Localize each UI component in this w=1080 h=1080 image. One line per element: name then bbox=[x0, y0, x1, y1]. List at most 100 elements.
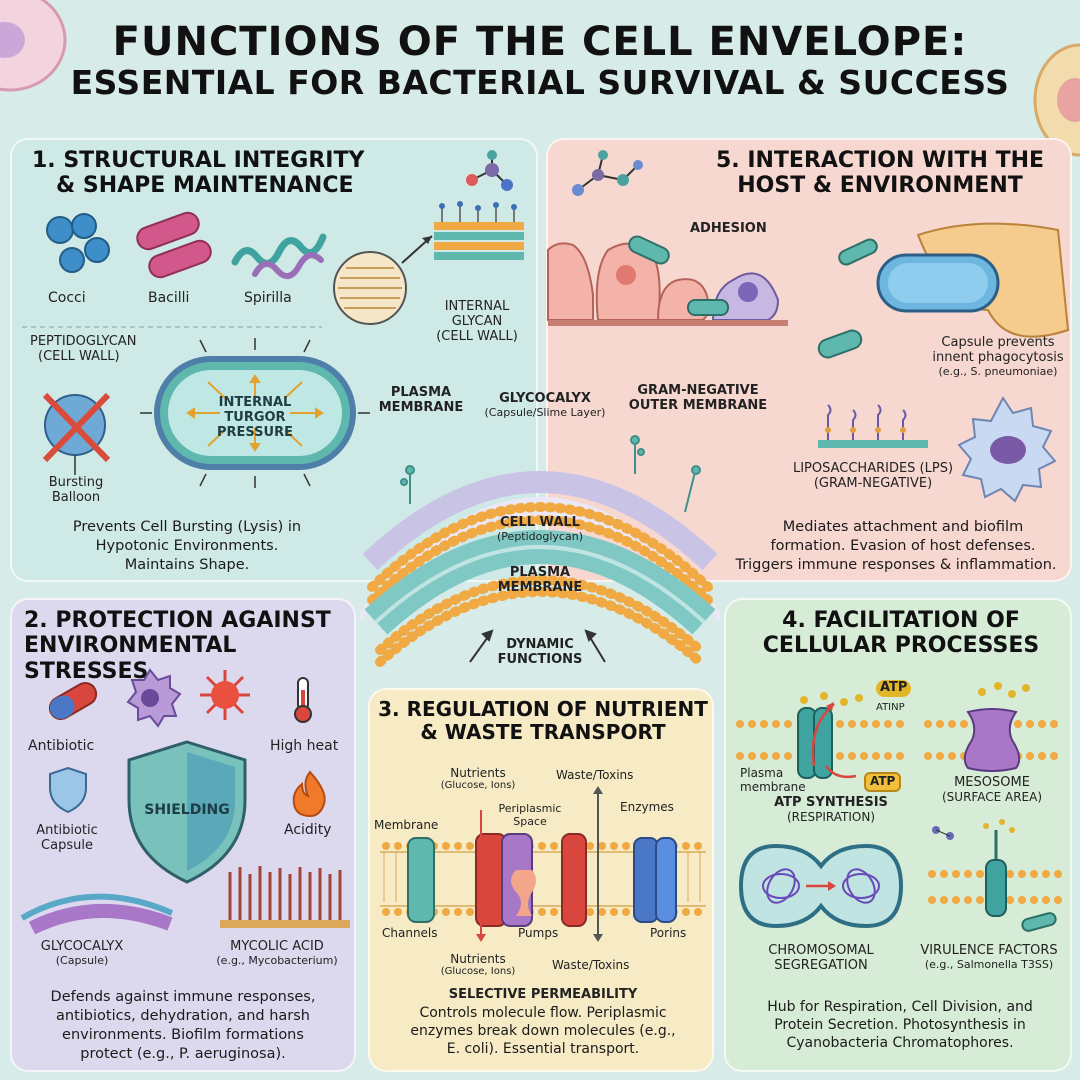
antibiotic-capsule-label: Antibiotic Capsule bbox=[22, 823, 112, 854]
label-line: Plasma bbox=[740, 766, 784, 780]
nutrient-transport-description: Controls molecule flow. Periplasmic enzy… bbox=[378, 1004, 708, 1059]
label-line: Bursting bbox=[48, 475, 104, 490]
waste-bottom-label: Waste/Toxins bbox=[552, 958, 630, 972]
heading-line: CELLULAR PROCESSES bbox=[762, 633, 1040, 659]
label-line: GLYCOCALYX bbox=[40, 939, 124, 954]
desc-line: formation. Evasion of host defenses. bbox=[770, 537, 1036, 554]
membrane-label: Membrane bbox=[374, 818, 439, 832]
glycocalyx-capsule-illustration bbox=[20, 893, 174, 935]
heading-line: 1. STRUCTURAL INTEGRITY bbox=[32, 148, 365, 173]
label-line: GLYCOCALYX bbox=[499, 391, 591, 406]
label-line: Antibiotic bbox=[36, 823, 98, 838]
dashed-divider bbox=[22, 326, 322, 328]
label-line: (Peptidoglycan) bbox=[497, 529, 583, 543]
desc-line: Defends against immune responses, bbox=[50, 989, 316, 1005]
heading-line: 5. INTERACTION WITH THE bbox=[716, 148, 1045, 173]
lps-membrane-illustration bbox=[818, 404, 928, 448]
desc-line: environments. Biofilm formations bbox=[62, 1026, 304, 1043]
label-line: Capsule prevents bbox=[941, 335, 1055, 350]
label-line: (Capsule) bbox=[55, 953, 109, 967]
label-line: Nutrients bbox=[450, 952, 506, 966]
plasma-membrane-label: Plasma membrane bbox=[740, 766, 806, 795]
label-line: MEMBRANE bbox=[378, 399, 464, 415]
sun-heat-icon bbox=[200, 670, 250, 720]
mycolic-acid-illustration bbox=[220, 866, 350, 928]
atp-synthase-illustration bbox=[736, 692, 904, 779]
corner-cell-right-decoration bbox=[1033, 43, 1080, 157]
label-line: PRESSURE bbox=[216, 424, 293, 440]
bursting-balloon-label: Bursting Balloon bbox=[36, 475, 116, 506]
enzymes-label: Enzymes bbox=[620, 800, 674, 814]
title-line-1: FUNCTIONS OF THE CELL ENVELOPE: bbox=[112, 19, 968, 65]
label-line: CELL WALL bbox=[500, 515, 580, 530]
macrophage-icon bbox=[957, 396, 1057, 503]
label-line: (Glucose, Ions) bbox=[440, 780, 516, 792]
label-line: PLASMA bbox=[390, 385, 452, 400]
phagocyte-bacterium-illustration bbox=[817, 222, 1070, 359]
label-line: (e.g., Mycobacterium) bbox=[216, 953, 338, 967]
label-line: Nutrients bbox=[450, 766, 506, 780]
desc-line: Controls molecule flow. Periplasmic bbox=[419, 1005, 667, 1021]
heading-line: & SHAPE MAINTENANCE bbox=[56, 173, 354, 199]
label-line: (CELL WALL) bbox=[38, 348, 120, 364]
label-line: (Capsule/Slime Layer) bbox=[484, 405, 606, 419]
desc-line: Cyanobacteria Chromatophores. bbox=[786, 1035, 1014, 1052]
turgor-pressure-label: INTERNAL TURGOR PRESSURE bbox=[205, 395, 305, 441]
cellular-processes-description: Hub for Respiration, Cell Division, and … bbox=[734, 998, 1066, 1053]
environmental-protection-panel: 2. PROTECTION AGAINST ENVIRONMENTAL STRE… bbox=[10, 598, 356, 1072]
adhesion-label: ADHESION bbox=[690, 221, 767, 236]
cocci-label: Cocci bbox=[48, 290, 86, 306]
acidity-label: Acidity bbox=[284, 822, 332, 838]
immune-cell-icon bbox=[126, 668, 182, 728]
atp-synthesis-label: ATP SYNTHESIS (RESPIRATION) bbox=[766, 795, 896, 825]
waste-top-label: Waste/Toxins bbox=[556, 768, 634, 782]
label-line: SEGREGATION bbox=[774, 957, 868, 973]
selective-permeability-label: SELECTIVE PERMEABILITY bbox=[448, 987, 638, 1002]
desc-line: E. coli). Essential transport. bbox=[446, 1041, 640, 1058]
label-line: (GRAM-NEGATIVE) bbox=[813, 475, 933, 491]
periplasmic-space-label: Periplasmic Space bbox=[490, 802, 570, 828]
label-line: (Glucose, Ions) bbox=[440, 966, 516, 978]
label-line: FUNCTIONS bbox=[497, 651, 583, 667]
corner-cell-left-decoration bbox=[0, 0, 67, 92]
plasma-membrane-center-label: PLASMA MEMBRANE bbox=[490, 565, 590, 596]
heading-line: 2. PROTECTION AGAINST bbox=[24, 608, 331, 633]
label-line: TURGOR bbox=[224, 409, 286, 425]
desc-line: Mediates attachment and biofilm bbox=[782, 519, 1024, 535]
small-shield-icon bbox=[49, 766, 87, 814]
antibiotic-label: Antibiotic bbox=[28, 738, 95, 754]
atp-top-label: ATP bbox=[876, 680, 912, 697]
cellular-processes-heading: 4. FACILITATION OF CELLULAR PROCESSES bbox=[746, 608, 1056, 659]
desc-line: enzymes break down molecules (e.g., bbox=[410, 1023, 676, 1040]
atinp-label: ATINP bbox=[876, 702, 905, 713]
bursting-balloon-icon bbox=[42, 392, 111, 475]
desc-line: Hypotonic Environments. bbox=[95, 537, 279, 554]
shielding-shield-icon bbox=[127, 740, 247, 884]
label-line: LIPOSACCHARIDES (LPS) bbox=[792, 461, 954, 476]
label-line: VIRULENCE FACTORS bbox=[920, 943, 1058, 958]
label-line: MYCOLIC ACID bbox=[230, 939, 324, 954]
label-line: innent phagocytosis bbox=[932, 349, 1064, 365]
atp-badge: ATP bbox=[864, 772, 902, 792]
molecule-icon bbox=[466, 150, 513, 191]
environmental-protection-heading: 2. PROTECTION AGAINST ENVIRONMENTAL STRE… bbox=[24, 608, 354, 684]
structural-integrity-panel: 1. STRUCTURAL INTEGRITY & SHAPE MAINTENA… bbox=[10, 138, 538, 582]
internal-glycan-label: INTERNAL GLYCAN (CELL WALL) bbox=[422, 299, 532, 345]
label-line: PLASMA bbox=[509, 565, 571, 580]
label-line: INTERNAL bbox=[218, 395, 292, 410]
chromosomal-segregation-illustration bbox=[738, 843, 904, 929]
host-interaction-panel: 5. INTERACTION WITH THE HOST & ENVIRONME… bbox=[546, 138, 1072, 582]
virulence-factor-illustration bbox=[928, 819, 1062, 932]
heading-line: & WASTE TRANSPORT bbox=[420, 720, 666, 744]
glycocalyx-center-label: GLYCOCALYX (Capsule/Slime Layer) bbox=[470, 391, 620, 420]
magnifier-inset bbox=[333, 251, 407, 325]
label-line: (CELL WALL) bbox=[436, 328, 518, 344]
bacilli-label: Bacilli bbox=[148, 290, 190, 306]
capsule-phagocytosis-label: Capsule prevents innent phagocytosis (e.… bbox=[923, 335, 1073, 379]
channels-label: Channels bbox=[382, 926, 438, 940]
label-line: (RESPIRATION) bbox=[786, 809, 876, 824]
heading-line: HOST & ENVIRONMENT bbox=[737, 173, 1023, 199]
shielding-label: SHIELDING bbox=[144, 802, 230, 818]
cellular-processes-panel: 4. FACILITATION OF CELLULAR PROCESSES AT… bbox=[724, 598, 1072, 1072]
label-line: GRAM-NEGATIVE bbox=[637, 383, 759, 398]
